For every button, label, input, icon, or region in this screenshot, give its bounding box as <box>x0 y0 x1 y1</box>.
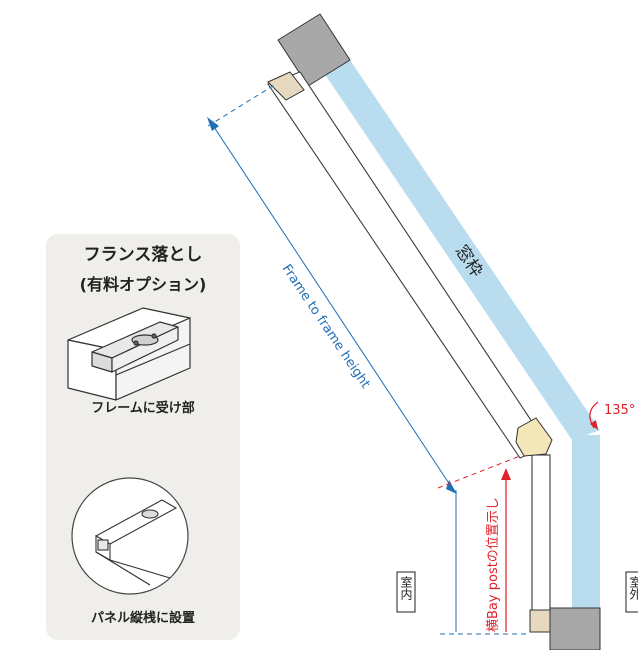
top-frame-block <box>277 13 351 87</box>
flush-bolt-icon <box>71 477 189 595</box>
caption-frame-receiver: フレームに受け部 <box>91 400 195 416</box>
angle-label: 135° <box>604 403 635 418</box>
outdoor-label: 室外 <box>628 575 638 600</box>
panel-subtitle: (有料オプション) <box>80 275 207 294</box>
bottom-sash-profile <box>529 609 551 633</box>
sash-panel <box>267 71 549 459</box>
bottom-frame-block <box>549 607 601 650</box>
top-sash-profile <box>267 71 305 101</box>
panel-title: フランス落とし <box>84 245 203 265</box>
lower-sash <box>531 454 551 616</box>
caption-panel-stile: パネル縦桟に設置 <box>91 610 195 626</box>
flush-bolt-receiver-icon <box>67 307 191 401</box>
bay-post-label: 横Bay postの位置示し <box>486 497 501 632</box>
angle-indicator: 135° <box>589 401 635 430</box>
bay-post-profile <box>515 417 553 457</box>
bay-post-indicator: 横Bay postの位置示し <box>437 455 521 632</box>
frame-to-frame-label: Frame to frame height <box>279 262 373 391</box>
flush-bolt-option-panel: フランス落とし (有料オプション) フレームに受け部 <box>46 234 240 640</box>
indoor-label: 室内 <box>399 575 413 600</box>
indoor-label-box: 室内 <box>396 571 416 613</box>
outdoor-label-box: 室外 <box>625 571 638 613</box>
